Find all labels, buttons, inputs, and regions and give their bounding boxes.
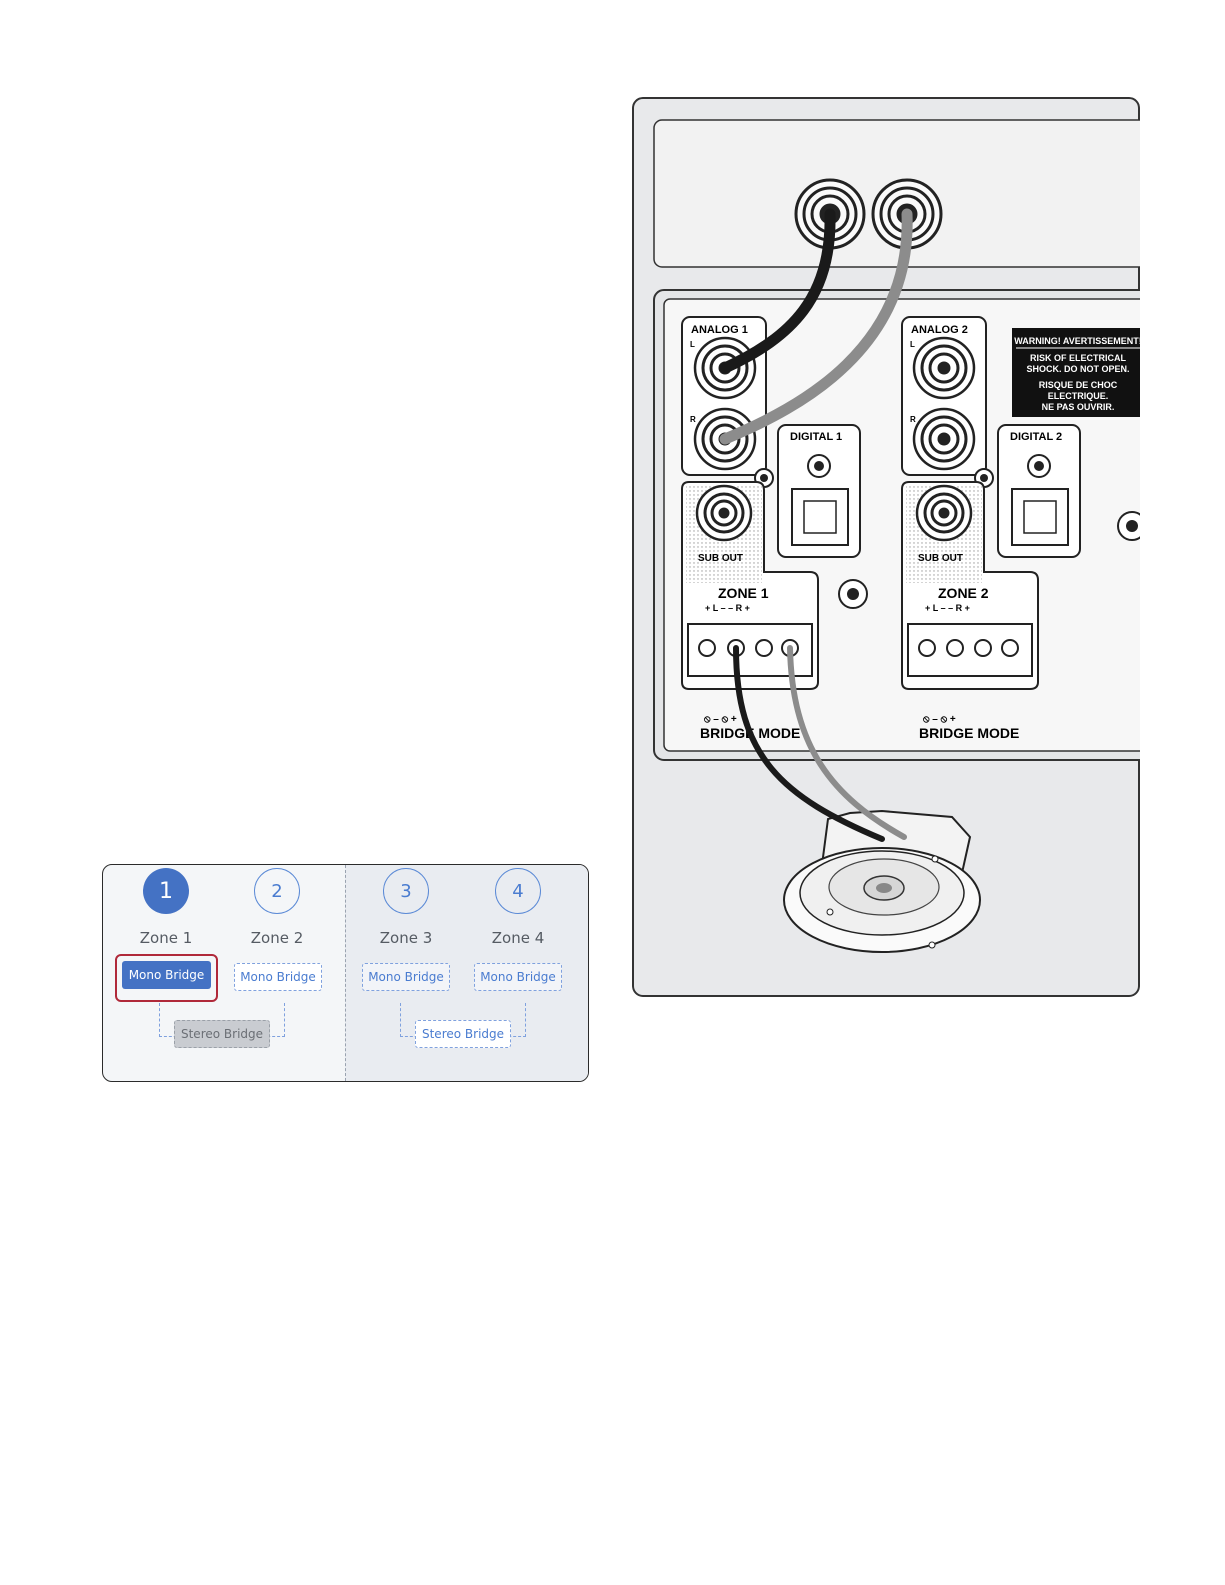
digital-1-label: DIGITAL 1	[790, 431, 842, 443]
zone-2-label-device: ZONE 2	[938, 585, 989, 601]
analog-2-right-jack	[912, 407, 976, 471]
zone-4-label: Zone 4	[491, 929, 545, 947]
zone-group-divider	[345, 865, 346, 1081]
svg-text:+ L – – R +: + L – – R +	[705, 603, 750, 613]
black-cable-input	[719, 208, 836, 374]
sub-out-2-jack	[915, 484, 973, 542]
zone-3-mono-bridge-button[interactable]: Mono Bridge	[362, 963, 450, 991]
analog-1-label: ANALOG 1	[691, 324, 748, 336]
analog-1-left-jack	[693, 336, 757, 400]
sub-out-2-label: SUB OUT	[918, 553, 963, 564]
amplifier-rear-panel-illustration: ANALOG 1 L R SUB OUT ZONE 1 + L – – R	[632, 97, 1144, 1001]
digital-2-label: DIGITAL 2	[1010, 431, 1062, 443]
digital-1-optical-port	[791, 488, 849, 546]
black-cable-output	[733, 645, 885, 842]
zone-3-number[interactable]: 3	[383, 868, 429, 914]
analog-2-left-jack	[912, 336, 976, 400]
analog-2-label: ANALOG 2	[911, 324, 968, 336]
svg-text:+ L – – R +: + L – – R +	[925, 603, 970, 613]
zones-3-4-stereo-bridge-button[interactable]: Stereo Bridge	[415, 1020, 511, 1048]
zone-1-label-device: ZONE 1	[718, 585, 769, 601]
svg-text:WARNING! AVERTISSEMENT!: WARNING! AVERTISSEMENT!	[1014, 336, 1142, 346]
zone-1-label: Zone 1	[139, 929, 193, 947]
zone-3-label: Zone 3	[379, 929, 433, 947]
svg-text:⦸ – ⦸ +: ⦸ – ⦸ +	[704, 714, 737, 725]
gray-cable-input	[719, 208, 913, 445]
zone-2-label: Zone 2	[250, 929, 304, 947]
bridge-mode-label-2: BRIDGE MODE	[919, 725, 1019, 741]
zone-1-number[interactable]: 1	[143, 868, 189, 914]
svg-text:RISQUE DE CHOC: RISQUE DE CHOC	[1039, 380, 1118, 390]
in-ceiling-speaker	[783, 809, 981, 953]
zone-2-number[interactable]: 2	[254, 868, 300, 914]
zone-1-mono-bridge-button[interactable]: Mono Bridge	[122, 961, 211, 989]
zone-selector-panel: 1 2 3 4 Zone 1 Zone 2 Zone 3 Zone 4 Mono…	[102, 864, 589, 1082]
zone-4-number[interactable]: 4	[495, 868, 541, 914]
svg-text:L: L	[690, 340, 695, 349]
svg-text:RISK OF ELECTRICAL: RISK OF ELECTRICAL	[1030, 353, 1127, 363]
gray-cable-output	[787, 645, 907, 840]
svg-text:ELECTRIQUE.: ELECTRIQUE.	[1048, 391, 1109, 401]
svg-text:L: L	[910, 340, 915, 349]
sub-out-1-label: SUB OUT	[698, 553, 743, 564]
svg-text:⦸ – ⦸ +: ⦸ – ⦸ +	[923, 714, 956, 725]
svg-text:R: R	[690, 415, 696, 424]
zone-4-mono-bridge-button[interactable]: Mono Bridge	[474, 963, 562, 991]
svg-text:NE PAS OUVRIR.: NE PAS OUVRIR.	[1042, 402, 1115, 412]
warning-label	[1012, 328, 1140, 417]
zones-1-2-stereo-bridge-button[interactable]: Stereo Bridge	[174, 1020, 270, 1048]
selection-highlight	[115, 954, 218, 1002]
svg-text:SHOCK. DO NOT OPEN.: SHOCK. DO NOT OPEN.	[1026, 364, 1129, 374]
zone-2-mono-bridge-button[interactable]: Mono Bridge	[234, 963, 322, 991]
zone-2-screws	[918, 639, 1019, 657]
svg-text:R: R	[910, 415, 916, 424]
sub-out-1-jack	[695, 484, 753, 542]
